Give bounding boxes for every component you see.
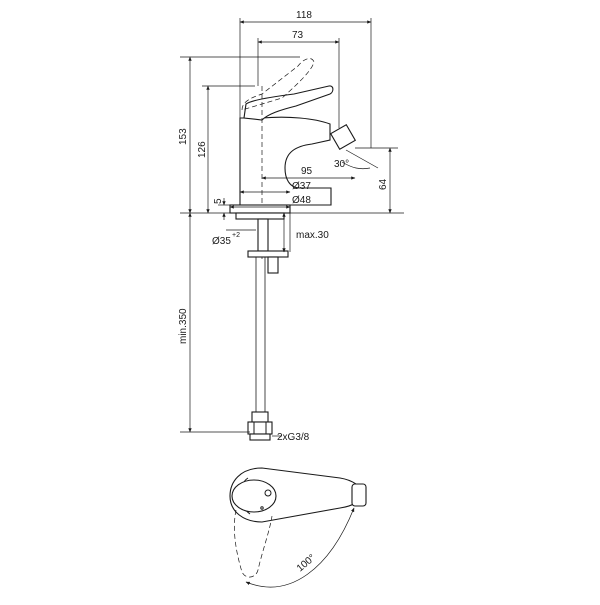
dim-73-label: 73	[292, 30, 304, 41]
dim-d48-label: Ø48	[292, 195, 311, 206]
dim-5-label: 5	[213, 198, 224, 204]
threaded-stud	[257, 218, 269, 252]
rotation-arc	[245, 507, 355, 588]
lever-handle	[243, 85, 334, 121]
base-plate	[229, 204, 291, 214]
dim-64-label: 64	[378, 178, 389, 190]
dim-connection-label: 2xG3/8	[277, 432, 310, 443]
faucet-body	[239, 116, 332, 206]
bidet-nozzle	[329, 123, 357, 151]
dim-30deg-label: 30°	[334, 159, 349, 170]
base-gasket	[235, 212, 285, 220]
faucet-top-view: 100°	[229, 467, 367, 588]
dim-d35-label: Ø35	[212, 236, 231, 247]
dim-100deg-label: 100°	[295, 553, 318, 575]
dim-153-label: 153	[178, 128, 189, 145]
top-view-nozzle	[351, 483, 367, 507]
hose-ferrule	[251, 411, 269, 423]
hose-connector-base	[249, 433, 271, 441]
hose-connector-nut	[247, 421, 273, 435]
fixing-nut	[267, 256, 279, 274]
angle-arc-30	[341, 161, 371, 170]
dim-d35-tolerance: +2	[232, 232, 240, 239]
dim-d37-label: Ø37	[292, 181, 311, 192]
dimension-annotations: 118 73 153 126 64 30° 95 Ø37 Ø48 5 Ø35 +	[178, 10, 392, 443]
dim-118-label: 118	[296, 10, 312, 21]
top-view-indicator	[264, 489, 272, 497]
fixing-plate	[247, 250, 289, 258]
faucet-side-view	[180, 18, 404, 441]
dim-95-label: 95	[301, 166, 313, 177]
lever-raised-position	[241, 58, 315, 111]
dim-126-label: 126	[197, 141, 208, 158]
dim-max30-label: max.30	[296, 230, 329, 241]
dim-min350-label: min.350	[178, 308, 189, 344]
